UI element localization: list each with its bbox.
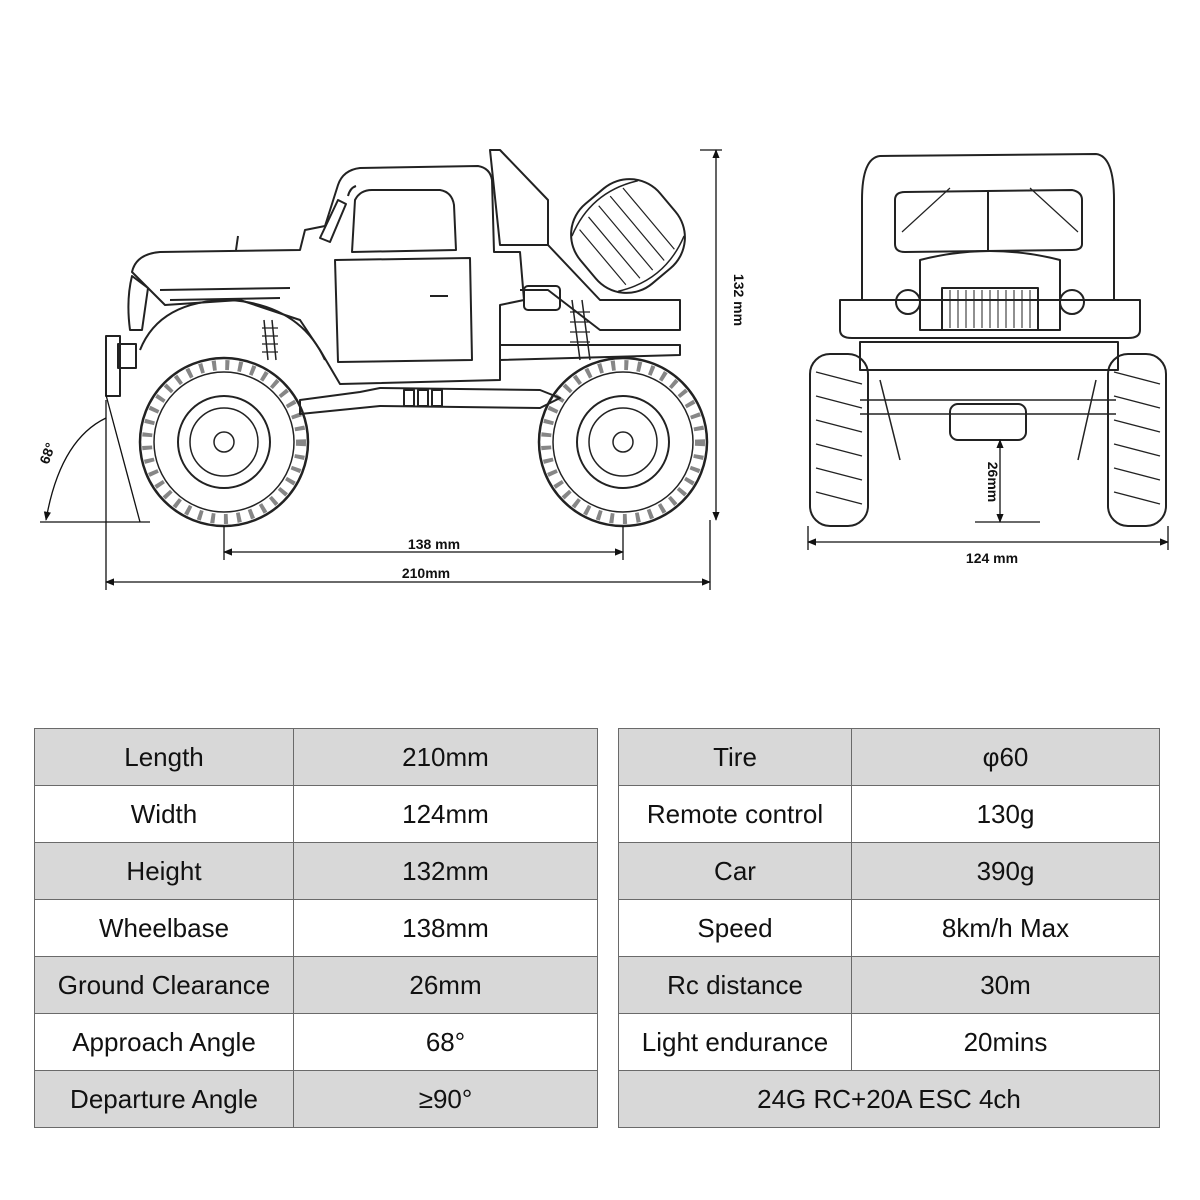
length-dimension-label: 210mm (402, 565, 450, 581)
side-view-truck (105, 149, 686, 415)
spec-label: Height (34, 842, 294, 900)
spec-value: 8km/h Max (851, 899, 1160, 957)
front-view-left-wheel (809, 353, 869, 527)
front-dimension-lines (807, 439, 1169, 550)
spec-value: 26mm (293, 956, 598, 1014)
spec-value: 130g (851, 785, 1160, 843)
spec-row-speed: Speed 8km/h Max (618, 899, 1160, 957)
spec-row-approach-angle: Approach Angle 68° (34, 1013, 598, 1071)
spec-row-length: Length 210mm (34, 728, 598, 786)
spec-row-rc-distance: Rc distance 30m (618, 956, 1160, 1014)
spec-label: Remote control (618, 785, 852, 843)
wheelbase-dimension-label: 138 mm (408, 536, 460, 552)
dimension-drawing: 132 mm 138 mm 210mm 68° (36, 149, 1169, 590)
spec-footer: 24G RC+20A ESC 4ch (618, 1070, 1160, 1128)
spec-row-footer: 24G RC+20A ESC 4ch (618, 1070, 1160, 1128)
side-rear-wheel (537, 356, 709, 528)
spec-row-ground-clearance: Ground Clearance 26mm (34, 956, 598, 1014)
spec-table-right: Tire φ60 Remote control 130g Car 390g Sp… (618, 728, 1160, 1128)
approach-angle-label: 68° (36, 441, 58, 466)
spec-label: Tire (618, 728, 852, 786)
spec-table-left: Length 210mm Width 124mm Height 132mm Wh… (34, 728, 598, 1128)
spec-value: φ60 (851, 728, 1160, 786)
spec-label: Speed (618, 899, 852, 957)
spec-row-tire: Tire φ60 (618, 728, 1160, 786)
spec-row-width: Width 124mm (34, 785, 598, 843)
spec-row-car: Car 390g (618, 842, 1160, 900)
spec-value: 138mm (293, 899, 598, 957)
spec-label: Approach Angle (34, 1013, 294, 1071)
spec-label: Ground Clearance (34, 956, 294, 1014)
height-dimension-label: 132 mm (731, 274, 747, 326)
front-view-right-wheel (1107, 353, 1167, 527)
spec-value: ≥90° (293, 1070, 598, 1128)
spec-row-remote-control: Remote control 130g (618, 785, 1160, 843)
spec-value: 30m (851, 956, 1160, 1014)
spec-value: 20mins (851, 1013, 1160, 1071)
spec-label: Rc distance (618, 956, 852, 1014)
spec-label: Width (34, 785, 294, 843)
spec-row-height: Height 132mm (34, 842, 598, 900)
spec-label: Car (618, 842, 852, 900)
spec-label: Length (34, 728, 294, 786)
spec-value: 132mm (293, 842, 598, 900)
spec-value: 390g (851, 842, 1160, 900)
spec-label: Wheelbase (34, 899, 294, 957)
spec-row-light-endurance: Light endurance 20mins (618, 1013, 1160, 1071)
spec-value: 210mm (293, 728, 598, 786)
clearance-dimension-label: 26mm (985, 462, 1001, 502)
spec-label: Light endurance (618, 1013, 852, 1071)
spec-row-wheelbase: Wheelbase 138mm (34, 899, 598, 957)
side-dimension-lines (40, 149, 722, 590)
side-front-wheel (138, 356, 310, 528)
spec-value: 68° (293, 1013, 598, 1071)
spec-row-departure-angle: Departure Angle ≥90° (34, 1070, 598, 1128)
spec-label: Departure Angle (34, 1070, 294, 1128)
width-dimension-label: 124 mm (966, 550, 1018, 566)
front-view-truck (839, 153, 1141, 461)
spec-value: 124mm (293, 785, 598, 843)
